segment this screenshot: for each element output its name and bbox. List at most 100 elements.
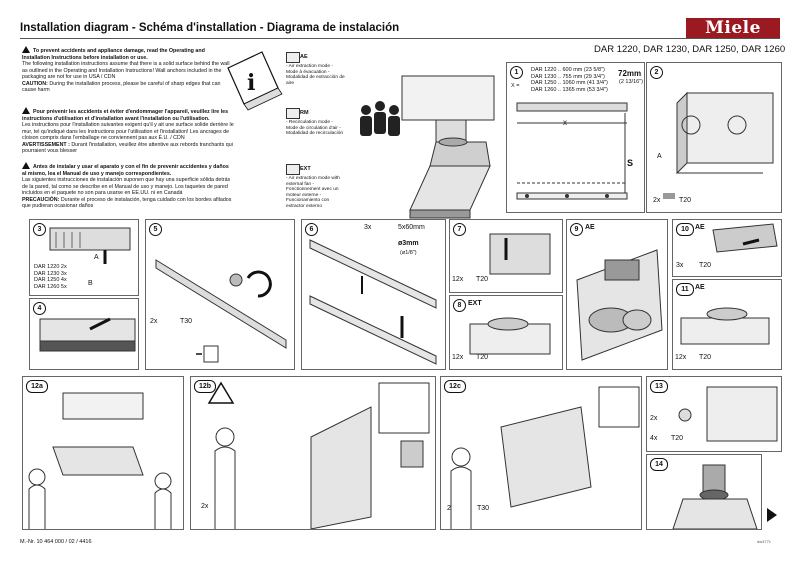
duct-connection-diagram [672,464,758,529]
mode-ext-code: EXT [300,166,311,172]
mode-code: AE [695,224,705,231]
step-7-panel: 7 12x T20 [449,219,563,293]
model-screw-list: DAR 1220 2x DAR 1230 3x DAR 1250 4x DAR … [34,264,67,290]
part-count: 2x [650,415,658,422]
dimension-s: S [627,158,634,168]
screw-count: 2x [150,318,158,325]
screw-count: 3x [676,262,684,269]
step-8-panel: 8 EXT 12x T20 [449,295,563,370]
step-1-panel: 1 X = DAR 1220 .. 600 mm (23 5/8") DAR 1… [506,62,645,213]
model-screw-row: DAR 1220 2x [34,264,67,270]
document-number: M.-Nr. 10 464 000 / 02 / 4416 [20,539,92,545]
label-a: A [657,153,662,160]
drill-size-in: (ø1/8") [400,250,417,256]
dimension-row: DAR 1230 .. 755 mm (29 3/4") [531,73,605,80]
dimension-row: DAR 1250 .. 1060 mm (41 3/4") [531,80,608,86]
step-number: 2 [650,66,663,79]
brand-logo: Miele [686,18,780,38]
ext-adapter-diagram [469,317,551,355]
step-13-panel: 13 2x 4x T20 [646,376,782,452]
warning-en-heading: To prevent accidents and appliance damag… [22,48,205,61]
mode-rm-code: RM [300,110,309,116]
torx-size: T20 [671,435,684,442]
label-a: A [94,254,99,261]
model-list: DAR 1220, DAR 1230, DAR 1250, DAR 1260 [594,44,786,55]
dimension-x-label: X = [511,83,520,89]
warning-fr: Pour prévenir les accidents et éviter d'… [22,107,234,155]
warning-fr-heading: Pour prévenir les accidents et éviter d'… [22,109,229,122]
model-screw-row: DAR 1250 4x [34,277,67,283]
warning-icon [22,162,30,169]
step-number: 12c [444,380,466,393]
step-11-panel: 11 AE 12x T20 [672,279,782,370]
step-number: 8 [453,299,466,312]
warning-en-caution: During the installation process, please … [22,80,221,94]
torx-size: T20 [699,354,712,361]
filter-removal-diagram [49,227,131,264]
warning-en-body: The following installation instructions … [22,61,230,80]
warning-icon [22,46,30,53]
step-number: 3 [33,223,46,236]
screw-count: 12x [675,354,687,361]
step-number: 14 [650,458,668,471]
offset-mm: 72mm [618,69,642,78]
warning-es-caution: Durante el proceso de instalación, tenga… [22,196,232,210]
warning-fr-caution-label: AVERTISSEMENT : [22,141,70,148]
step-number: 10 [676,223,694,236]
warning-icon [22,107,30,114]
mode-code: EXT [468,300,482,307]
document-code: dw3771 [757,539,772,544]
step-number: 12a [26,380,48,393]
dimension-row: DAR 1220 .. 600 mm (23 5/8") [531,67,605,73]
screw-count: 4x [650,435,658,442]
torx-size: T20 [476,276,489,283]
mode-ext-text: - Air extraction mode with external fan … [286,176,340,209]
dimension-row: DAR 1260 .. 1365 mm (53 3/4") [531,86,608,93]
hood-hook-diagram [207,381,430,529]
hood-mounting-diagram [663,91,774,199]
bracket-assembly-diagram [155,259,287,363]
mode-ae-code: AE [300,54,308,60]
warning-es-caution-label: PRECAUCIÓN: [22,196,60,203]
step-10-panel: 10 AE 3x T20 [672,219,782,277]
torx-size: T20 [679,197,692,204]
warning-fr-caution: Durant l'installation, veuillez être att… [22,141,233,155]
step-4-panel: 4 [29,298,139,370]
offset-in: (2 13/16") [619,79,643,85]
page-title: Installation diagram - Schéma d'installa… [20,22,400,34]
blower-diagram [489,233,551,275]
warning-es: Antes de instalar y usar el aparato y co… [22,162,234,210]
mode-rm-icon [286,108,300,119]
screw-count: 2x [653,197,661,204]
label-b: B [88,280,93,287]
wall-drilling-diagram [309,239,437,365]
step-number: 12b [194,380,216,393]
step-12b-panel: 12b 2x [190,376,436,530]
screw-count: 12x [452,276,464,283]
warning-es-heading: Antes de instalar y usar el aparato y co… [22,164,229,177]
mode-ae-icon [286,52,300,63]
torx-size: T30 [477,505,490,512]
mode-rm-text: - Recirculation mode - Mode de circulati… [286,120,344,137]
mode-code: AE [585,224,595,231]
hood-lift-diagram [28,392,172,529]
step-number: 11 [676,283,694,296]
mode-ext-icon [286,164,300,175]
mode-code: AE [695,284,705,291]
warning-fr-body: Les instructions pour l'installation sui… [22,122,234,141]
svg-text:i: i [247,70,255,96]
screw-count: 12x [452,354,464,361]
dimension-table: DAR 1220 .. 600 mm (23 5/8") DAR 1230 ..… [531,67,616,93]
step-12c-panel: 12c 2x T30 [440,376,642,530]
model-screw-row: DAR 1260 5x [34,283,67,290]
step-12a-panel: 12a [22,376,184,530]
step-number: 1 [510,66,523,79]
torx-size: T20 [476,354,489,361]
next-page-arrow-icon [767,508,777,522]
part-count: 2x [201,503,209,510]
step-number: 6 [305,223,318,236]
step-number: 7 [453,223,466,236]
title-rule [20,38,780,39]
step-2-panel: 2 B A 2x T20 [646,62,782,213]
warning-en: To prevent accidents and appliance damag… [22,46,234,94]
